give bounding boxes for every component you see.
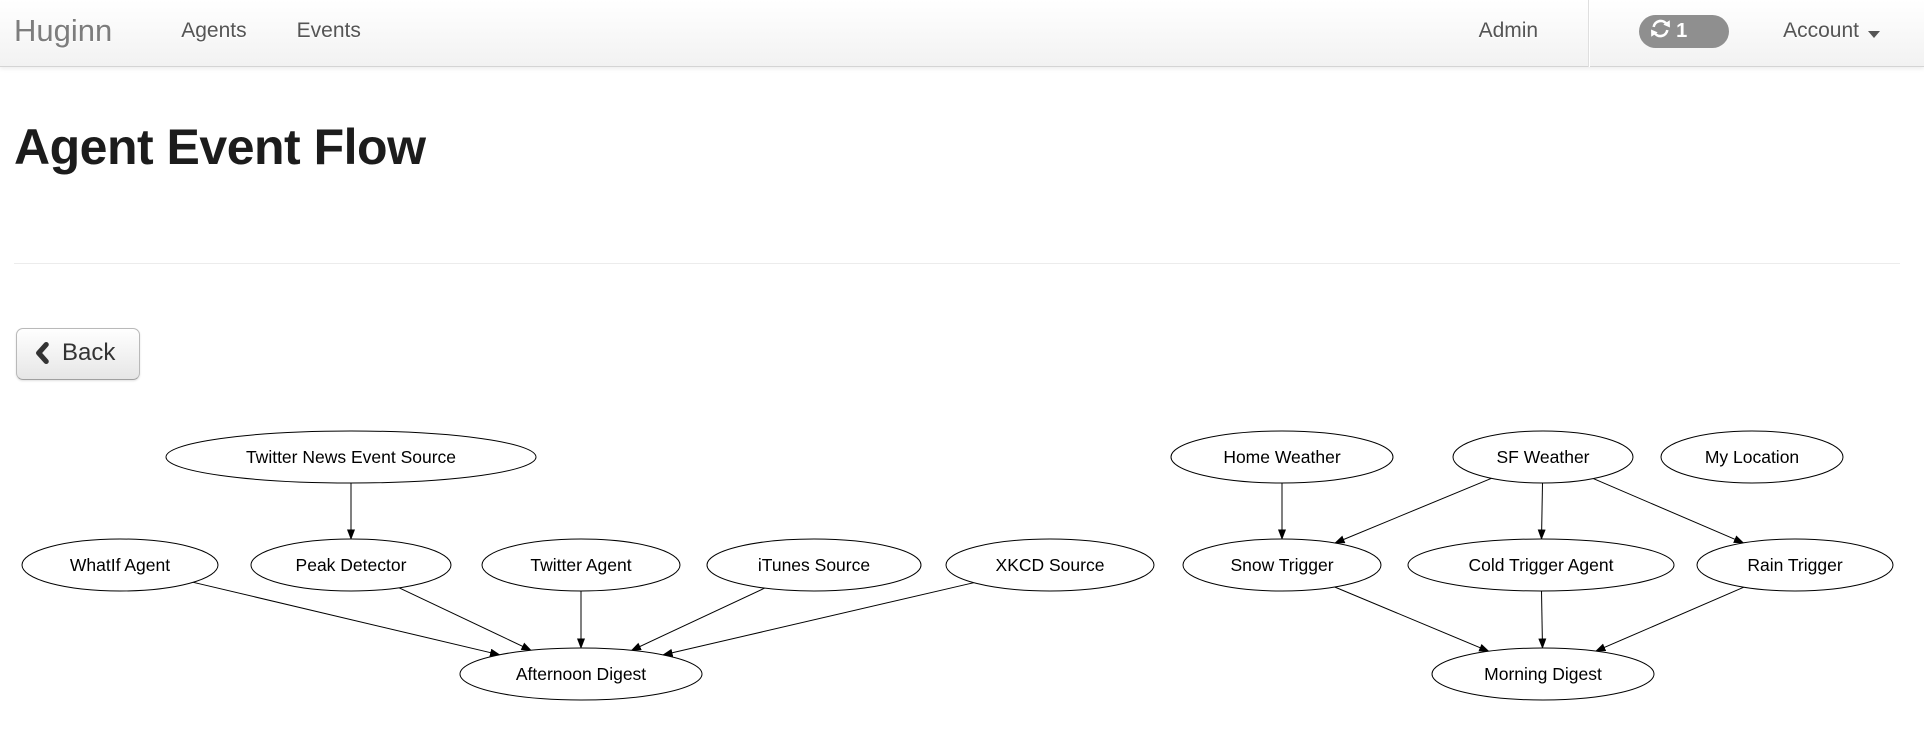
refresh-icon bbox=[1650, 18, 1671, 45]
main-nav: Agents Events bbox=[156, 19, 386, 47]
graph-node-twitter-news-event-source: Twitter News Event Source bbox=[165, 430, 537, 483]
graph-node-morning-digest: Morning Digest bbox=[1431, 647, 1655, 700]
graph-edge-whatif-agent-to-afternoon-digest bbox=[193, 581, 501, 657]
graph-node-ellipse bbox=[1452, 430, 1634, 483]
jobs-count: 1 bbox=[1676, 19, 1688, 42]
graph-node-ellipse bbox=[165, 430, 537, 483]
nav-item-agents[interactable]: Agents bbox=[181, 19, 247, 42]
graph-edge-sf-weather-to-cold-trigger-agent bbox=[1537, 482, 1546, 540]
back-button-label: Back bbox=[62, 338, 116, 366]
graph-node-label: Home Weather bbox=[1223, 447, 1341, 467]
graph-node-label: SF Weather bbox=[1496, 447, 1589, 467]
graph-node-ellipse bbox=[250, 538, 452, 591]
graph-node-cold-trigger-agent: Cold Trigger Agent bbox=[1407, 538, 1675, 591]
page-title: Agent Event Flow bbox=[14, 119, 426, 175]
chevron-left-icon bbox=[34, 341, 49, 365]
jobs-badge[interactable]: 1 bbox=[1639, 14, 1730, 48]
graph-node-home-weather: Home Weather bbox=[1170, 430, 1394, 483]
graph-edge-cold-trigger-agent-to-morning-digest bbox=[1538, 590, 1547, 649]
graph-node-sf-weather: SF Weather bbox=[1452, 430, 1634, 483]
graph-node-xkcd-source: XKCD Source bbox=[945, 538, 1155, 591]
brand-link[interactable]: Huginn bbox=[14, 13, 113, 48]
graph-node-ellipse bbox=[1407, 538, 1675, 591]
node-layer: Twitter News Event Source Home Weather SF … bbox=[21, 430, 1894, 700]
graph-node-label: iTunes Source bbox=[758, 555, 870, 575]
agent-flow-svg: Twitter News Event Source Home Weather SF … bbox=[21, 430, 1894, 700]
graph-node-my-location: My Location bbox=[1660, 430, 1844, 483]
graph-node-ellipse bbox=[1431, 647, 1655, 700]
header-rule bbox=[14, 262, 1900, 264]
caret-down-icon bbox=[1868, 30, 1880, 38]
graph-node-ellipse bbox=[459, 647, 703, 700]
graph-node-snow-trigger: Snow Trigger bbox=[1182, 538, 1382, 591]
graph-node-ellipse bbox=[1696, 538, 1894, 591]
graph-node-whatif-agent: WhatIf Agent bbox=[21, 538, 219, 591]
account-dropdown-toggle[interactable]: Account bbox=[1783, 19, 1880, 47]
graph-node-ellipse bbox=[945, 538, 1155, 591]
graph-edge-snow-trigger-to-morning-digest bbox=[1334, 586, 1490, 652]
graph-edge-sf-weather-to-snow-trigger bbox=[1334, 477, 1492, 543]
graph-edge-rain-trigger-to-morning-digest bbox=[1594, 586, 1744, 652]
graph-node-itunes-source: iTunes Source bbox=[706, 538, 922, 591]
edge-layer bbox=[193, 477, 1745, 657]
agent-event-flow-diagram: Twitter News Event Source Home Weather SF … bbox=[0, 410, 1924, 710]
graph-node-label: Twitter News Event Source bbox=[246, 447, 456, 467]
graph-node-label: My Location bbox=[1705, 447, 1799, 467]
graph-node-ellipse bbox=[21, 538, 219, 591]
graph-node-label: Morning Digest bbox=[1484, 664, 1602, 684]
graph-node-label: Snow Trigger bbox=[1230, 555, 1333, 575]
graph-node-label: WhatIf Agent bbox=[70, 555, 170, 575]
graph-node-label: Rain Trigger bbox=[1747, 555, 1842, 575]
graph-node-ellipse bbox=[1182, 538, 1382, 591]
navbar-right: Admin 1 Account bbox=[1478, 0, 1924, 67]
graph-node-ellipse bbox=[1660, 430, 1844, 483]
back-button[interactable]: Back bbox=[16, 327, 141, 380]
graph-node-label: Cold Trigger Agent bbox=[1469, 555, 1614, 575]
graph-node-label: Twitter Agent bbox=[530, 555, 631, 575]
account-label: Account bbox=[1783, 19, 1859, 42]
graph-edge-sf-weather-to-rain-trigger bbox=[1593, 477, 1745, 543]
graph-edge-itunes-source-to-afternoon-digest bbox=[630, 587, 765, 651]
graph-node-ellipse bbox=[706, 538, 922, 591]
graph-node-label: Afternoon Digest bbox=[516, 664, 646, 684]
graph-node-twitter-agent: Twitter Agent bbox=[481, 538, 681, 591]
nav-item-admin[interactable]: Admin bbox=[1478, 19, 1539, 42]
page-content: Agent Event Flow Back bbox=[0, 119, 1924, 380]
graph-edge-peak-detector-to-afternoon-digest bbox=[398, 586, 532, 651]
graph-node-label: XKCD Source bbox=[996, 555, 1105, 575]
graph-node-peak-detector: Peak Detector bbox=[250, 538, 452, 591]
graph-node-label: Peak Detector bbox=[296, 555, 407, 575]
graph-edge-xkcd-source-to-afternoon-digest bbox=[662, 581, 974, 657]
navbar-divider bbox=[1588, 0, 1590, 67]
graph-node-ellipse bbox=[1170, 430, 1394, 483]
navbar: Huginn Agents Events Admin 1 Account bbox=[0, 0, 1924, 67]
graph-node-ellipse bbox=[481, 538, 681, 591]
graph-node-afternoon-digest: Afternoon Digest bbox=[459, 647, 703, 700]
nav-item-events[interactable]: Events bbox=[296, 19, 361, 42]
graph-node-rain-trigger: Rain Trigger bbox=[1696, 538, 1894, 591]
